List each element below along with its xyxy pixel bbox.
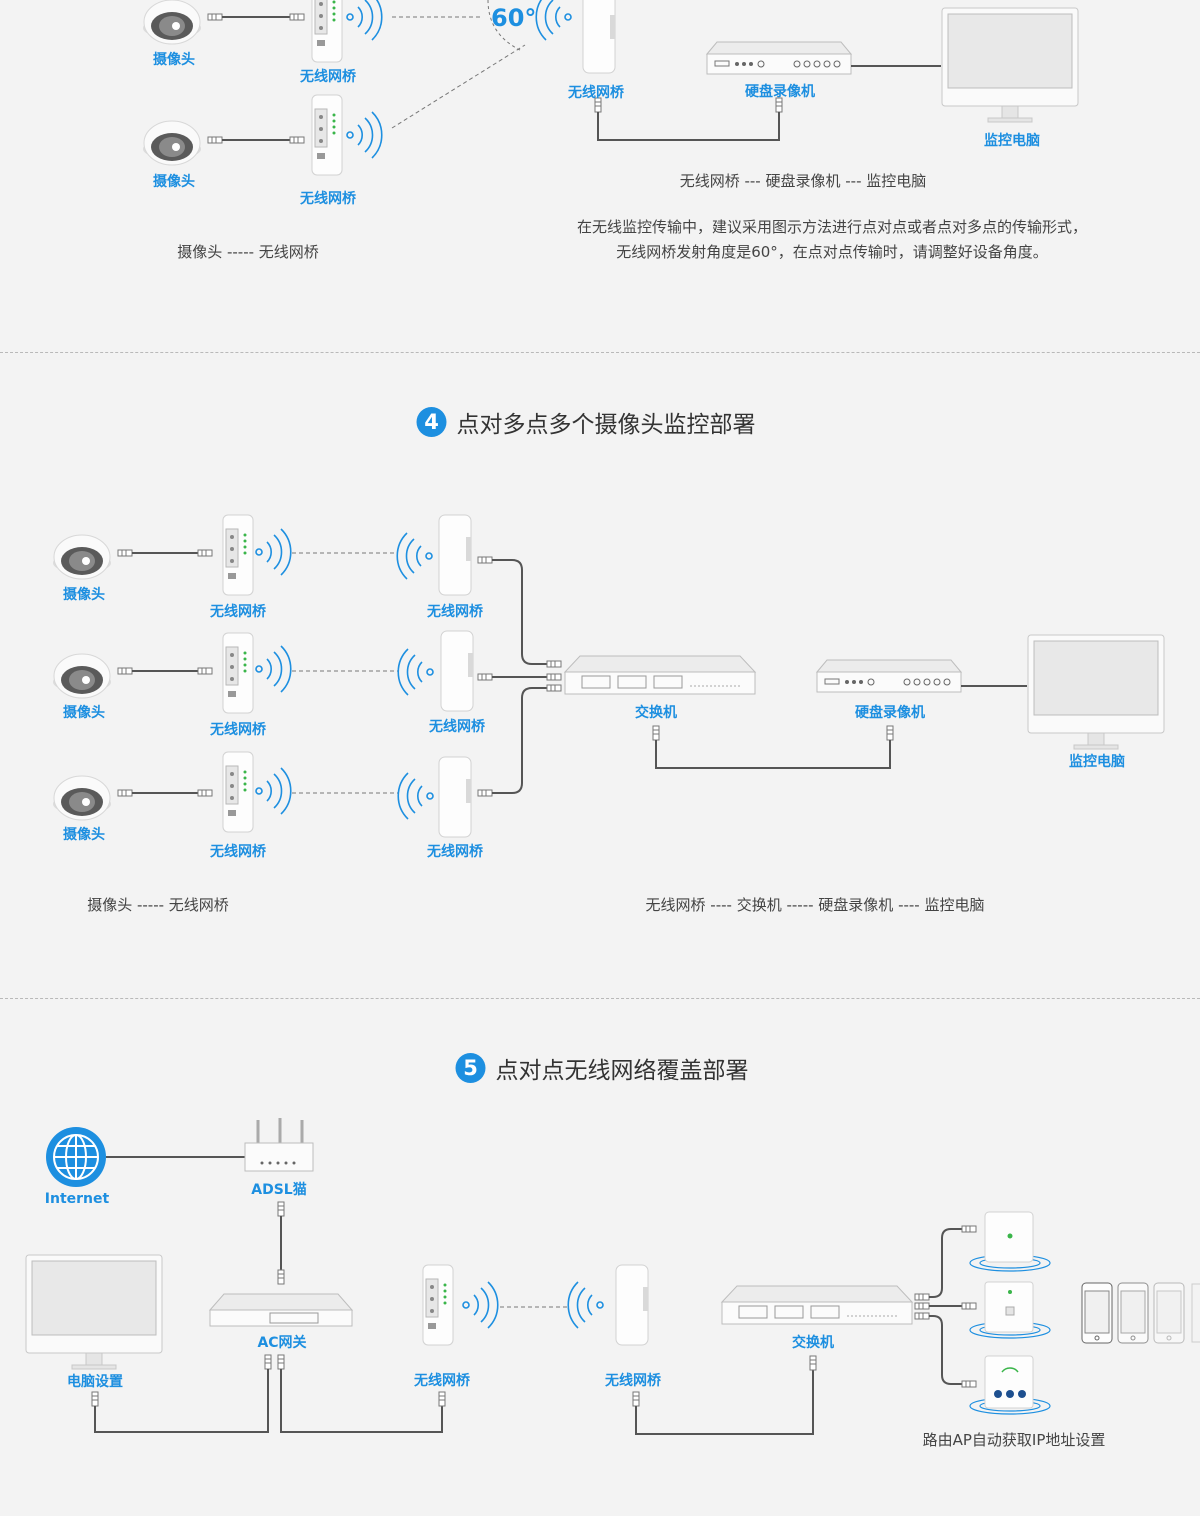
bridge-icon xyxy=(311,94,343,176)
bridge-label: 无线网桥 xyxy=(605,1373,661,1389)
monitor-icon xyxy=(941,7,1079,123)
camera-icon xyxy=(52,653,112,699)
ap-caption: 路由AP自动获取IP地址设置 xyxy=(922,1431,1106,1449)
nvr-label: 硬盘录像机 xyxy=(745,84,815,100)
switch-icon xyxy=(564,655,756,695)
monitor-icon xyxy=(25,1254,163,1370)
bridge-label: 无线网桥 xyxy=(210,722,266,738)
globe-icon xyxy=(46,1127,106,1187)
bridge-icon xyxy=(422,1264,454,1346)
pc-label: 监控电脑 xyxy=(1069,754,1125,770)
section3-art xyxy=(142,0,1079,176)
phone-icon xyxy=(1153,1282,1185,1344)
bridge-icon xyxy=(438,514,472,596)
caption-chain: 摄像头 ----- 无线网桥 xyxy=(87,896,229,914)
switch-label: 交换机 xyxy=(635,705,677,721)
camera-icon xyxy=(52,534,112,580)
bridge-icon xyxy=(582,0,616,74)
caption-chain: 摄像头 ----- 无线网桥 xyxy=(177,243,319,261)
note-line-1: 在无线监控传输中，建议采用图示方法进行点对点或者点对多点的传输形式， xyxy=(576,218,1088,236)
caption-chain: 无线网桥 --- 硬盘录像机 --- 监控电脑 xyxy=(679,172,927,190)
modem-icon xyxy=(244,1118,314,1172)
section-title: 4 点对多点多个摄像头监控部署 xyxy=(416,405,756,439)
camera-label: 摄像头 xyxy=(153,52,195,68)
section-number-badge: 4 xyxy=(416,407,447,437)
bridge-label: 无线网桥 xyxy=(300,69,356,85)
phone-icon xyxy=(1117,1282,1149,1344)
bridge-label: 无线网桥 xyxy=(429,719,485,735)
bridge-label: 无线网桥 xyxy=(300,191,356,207)
ceiling-ap-icon xyxy=(969,1211,1051,1272)
nvr-icon xyxy=(816,659,962,693)
bridge-icon xyxy=(440,630,474,712)
camera-icon xyxy=(142,0,202,45)
pc-label: 监控电脑 xyxy=(984,133,1040,149)
ac-gateway-label: AC网关 xyxy=(257,1335,307,1351)
bridge-icon xyxy=(615,1264,649,1346)
section-divider xyxy=(0,998,1200,999)
bridge-icon xyxy=(311,0,343,63)
bridge-icon xyxy=(438,756,472,838)
bridge-label: 无线网桥 xyxy=(414,1373,470,1389)
wall-ap-icon xyxy=(969,1281,1051,1339)
camera-label: 摄像头 xyxy=(153,174,195,190)
section-number-badge: 5 xyxy=(455,1053,486,1083)
note-line-2: 无线网桥发射角度是60°，在点对点传输时，请调整好设备角度。 xyxy=(616,243,1048,261)
pc-label: 电脑设置 xyxy=(67,1374,123,1390)
camera-icon xyxy=(52,775,112,821)
camera-icon xyxy=(142,120,202,166)
bridge-label: 无线网桥 xyxy=(210,844,266,860)
section-title: 5 点对点无线网络覆盖部署 xyxy=(455,1051,749,1085)
switch-label: 交换机 xyxy=(792,1335,834,1351)
monitor-icon xyxy=(1027,634,1165,750)
section5-art xyxy=(25,1118,1200,1435)
ac-gateway-icon xyxy=(208,1293,354,1327)
section-title-text: 点对多点多个摄像头监控部署 xyxy=(456,412,756,438)
section-title-text: 点对点无线网络覆盖部署 xyxy=(495,1058,749,1084)
camera-label: 摄像头 xyxy=(63,705,105,721)
nvr-label: 硬盘录像机 xyxy=(855,705,925,721)
bridge-icon xyxy=(222,632,254,714)
bridge-icon xyxy=(222,514,254,596)
bridge-label: 无线网桥 xyxy=(568,85,624,101)
bridge-label: 无线网桥 xyxy=(427,604,483,620)
section4-art xyxy=(52,514,1165,838)
panel-ap-icon xyxy=(969,1355,1051,1415)
camera-label: 摄像头 xyxy=(63,587,105,603)
bridge-label: 无线网桥 xyxy=(427,844,483,860)
caption-chain: 无线网桥 ---- 交换机 ----- 硬盘录像机 ---- 监控电脑 xyxy=(645,896,985,914)
adsl-label: ADSL猫 xyxy=(251,1182,307,1198)
switch-icon xyxy=(721,1285,913,1325)
camera-label: 摄像头 xyxy=(63,827,105,843)
nvr-icon xyxy=(706,41,852,75)
bridge-icon xyxy=(222,751,254,833)
beam-angle-label: 60° xyxy=(491,4,537,32)
section-divider xyxy=(0,352,1200,353)
bridge-label: 无线网桥 xyxy=(210,604,266,620)
internet-label: Internet xyxy=(44,1191,110,1207)
phone-icon xyxy=(1081,1282,1113,1344)
